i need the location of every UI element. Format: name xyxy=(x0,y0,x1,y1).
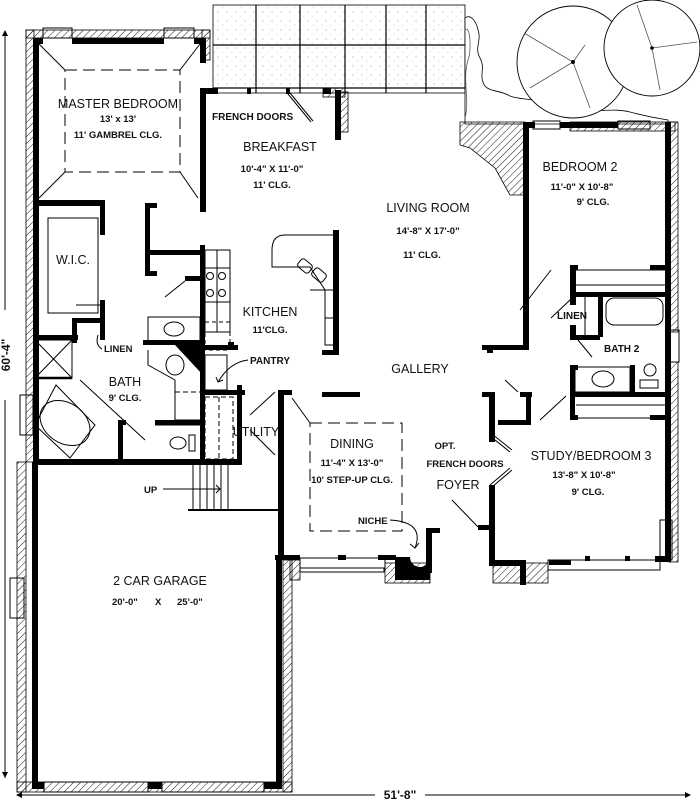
living-room-ceiling: 11' CLG. xyxy=(403,250,441,261)
kitchen-label: KITCHEN xyxy=(243,305,298,319)
bedroom-2-ceiling: 9' CLG. xyxy=(577,197,610,208)
wic-label: W.I.C. xyxy=(56,253,90,267)
foyer-label: FOYER xyxy=(436,478,479,492)
linen-bath2-label: LINEN xyxy=(557,311,587,322)
dining-ceiling: 10' STEP-UP CLG. xyxy=(311,475,393,486)
garage-width: 20'-0" xyxy=(112,597,138,608)
patio xyxy=(212,4,466,94)
master-bedroom-size: 13' x 13' xyxy=(100,114,136,125)
breakfast-label: BREAKFAST xyxy=(243,140,317,154)
landscape-shrubs xyxy=(464,0,700,125)
kitchen-ceiling: 11'CLG. xyxy=(253,325,288,336)
garage-x: X xyxy=(155,597,162,608)
living-room-size: 14'-8" X 17'-0" xyxy=(396,226,459,237)
walls xyxy=(32,38,671,789)
french-doors-label: FRENCH DOORS xyxy=(212,112,293,123)
overall-depth-label: 60'-4" xyxy=(0,339,13,372)
opt-label: OPT. xyxy=(434,441,455,452)
study-size: 13'-8" X 10'-8" xyxy=(552,470,615,481)
breakfast-ceiling: 11' CLG. xyxy=(253,180,291,191)
exterior-walls xyxy=(16,29,679,793)
garage-label: 2 CAR GARAGE xyxy=(113,574,207,588)
bedroom-2-size: 11'-0" X 10'-8" xyxy=(551,182,614,193)
bath-label: BATH xyxy=(109,375,141,389)
bath-2-label: BATH 2 xyxy=(604,344,640,355)
study-label: STUDY/BEDROOM 3 xyxy=(531,449,652,463)
pantry-label: PANTRY xyxy=(250,356,290,367)
master-bedroom-label: MASTER BEDROOM xyxy=(58,97,178,111)
gallery-label: GALLERY xyxy=(391,362,449,376)
doors-and-fixtures xyxy=(34,43,665,573)
dimension-lines xyxy=(2,30,691,798)
room-labels: MASTER BEDROOM 13' x 13' 11' GAMBREL CLG… xyxy=(0,97,651,800)
opt-french-doors-label: FRENCH DOORS xyxy=(426,459,503,470)
dining-label: DINING xyxy=(330,437,374,451)
bedroom-2-label: BEDROOM 2 xyxy=(542,160,617,174)
utility-label: UTILITY xyxy=(233,425,280,439)
niche-label: NICHE xyxy=(358,516,388,527)
linen-master-label: LINEN xyxy=(104,344,133,355)
overall-width-label: 51'-8" xyxy=(384,788,417,800)
garage-depth: 25'-0" xyxy=(177,597,203,608)
bath-ceiling: 9' CLG. xyxy=(109,393,142,404)
windows xyxy=(9,27,680,793)
master-bedroom-ceiling: 11' GAMBREL CLG. xyxy=(74,130,162,141)
dining-size: 11'-4" X 13'-0" xyxy=(321,458,384,469)
stairs-up-label: UP xyxy=(144,485,158,496)
breakfast-size: 10'-4" X 11'-0" xyxy=(241,164,304,175)
study-ceiling: 9' CLG. xyxy=(572,487,605,498)
living-room-label: LIVING ROOM xyxy=(386,201,469,215)
